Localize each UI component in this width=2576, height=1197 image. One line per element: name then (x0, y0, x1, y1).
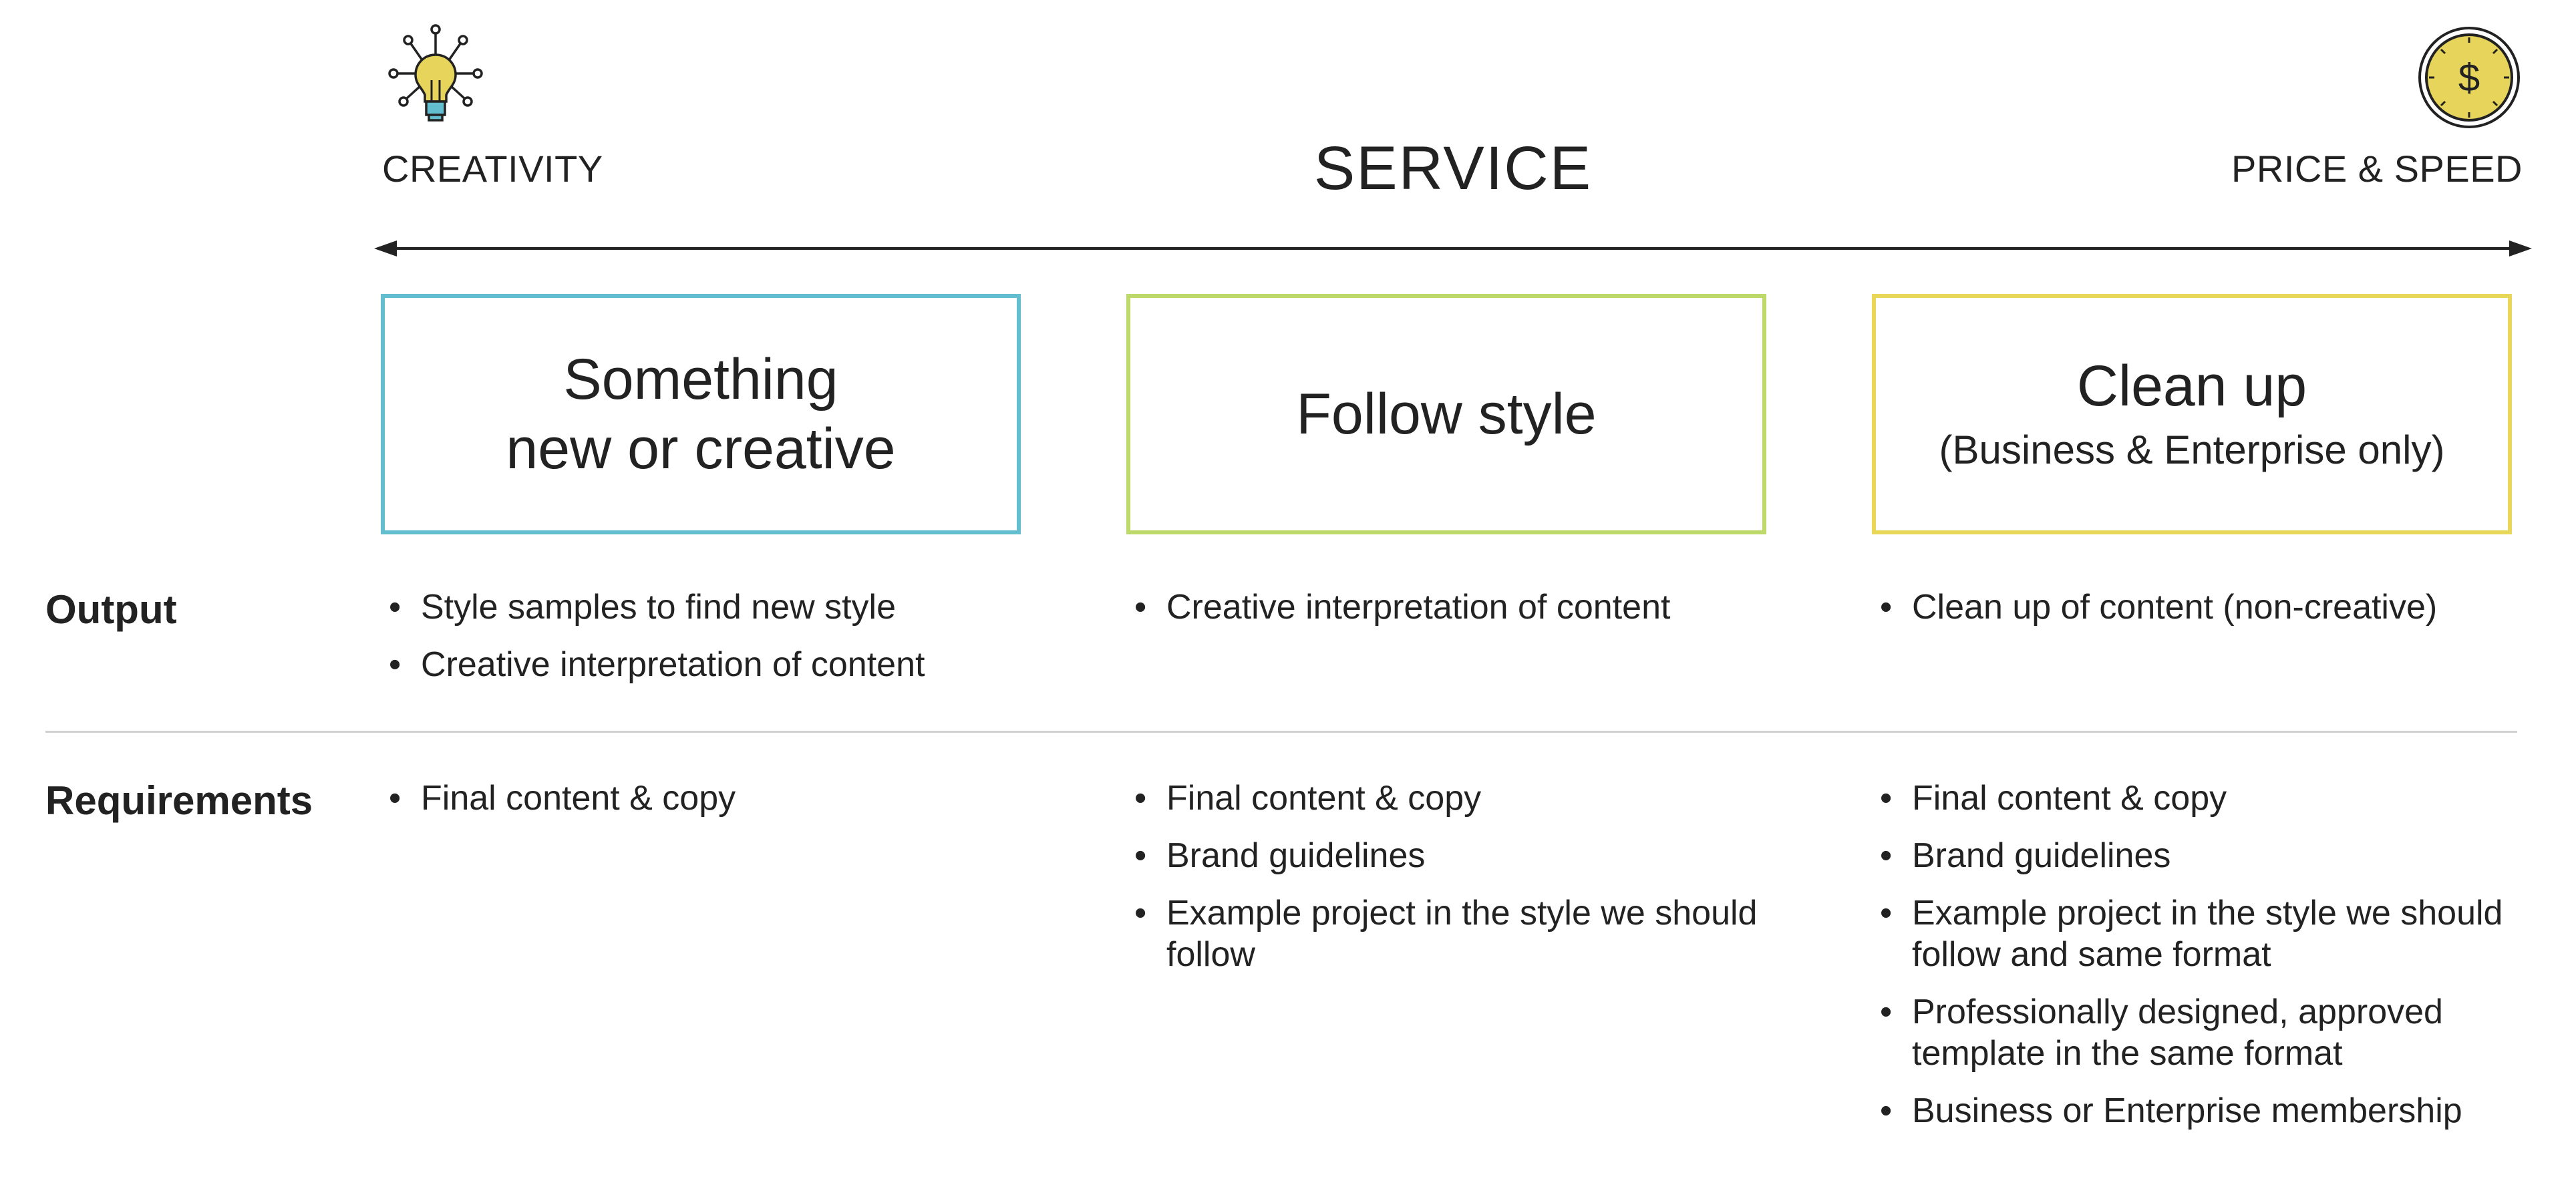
output-list-follow-style: •Creative interpretation of content (1128, 586, 1796, 644)
list-item: •Example project in the style we should … (1134, 894, 1758, 974)
box-title: Clean up (2076, 354, 2307, 418)
output-list-clean-up: •Clean up of content (non-creative) (1873, 586, 2541, 644)
dollar-coin-icon: $ (2416, 24, 2523, 134)
creativity-price-axis (374, 235, 2532, 265)
box-new-creative: Something new or creative (381, 294, 1021, 534)
list-item: •Creative interpretation of content (389, 645, 925, 684)
output-row-label: Output (45, 587, 177, 632)
requirements-list-new-creative: •Final content & copy (382, 778, 1050, 835)
requirements-row-label: Requirements (45, 778, 313, 823)
list-item: •Final content & copy (389, 779, 736, 818)
box-subtitle: (Business & Enterprise only) (1939, 428, 2445, 472)
row-divider (45, 731, 2517, 733)
box-follow-style: Follow style (1126, 294, 1766, 534)
output-list-new-creative: •Style samples to find new style •Creati… (382, 586, 1050, 701)
list-item: •Brand guidelines (1134, 836, 1426, 875)
list-item: •Final content & copy (1880, 779, 2227, 818)
list-item: •Professionally designed, approved templ… (1880, 993, 2443, 1073)
creativity-label: CREATIVITY (382, 148, 603, 190)
list-item: •Style samples to find new style (389, 588, 896, 627)
lightbulb-icon (382, 23, 489, 133)
list-item: •Creative interpretation of content (1134, 588, 1671, 627)
list-item: •Example project in the style we should … (1880, 894, 2503, 974)
requirements-list-follow-style: •Final content & copy •Brand guidelines … (1128, 778, 1796, 991)
requirements-list-clean-up: •Final content & copy •Brand guidelines … (1873, 778, 2541, 1148)
box-clean-up: Clean up (Business & Enterprise only) (1872, 294, 2512, 534)
box-title: Something new or creative (506, 347, 896, 481)
price-speed-label: PRICE & SPEED (2231, 148, 2523, 190)
svg-text:$: $ (2458, 56, 2480, 100)
box-title: Follow style (1296, 382, 1597, 446)
list-item: •Brand guidelines (1880, 836, 2171, 875)
list-item: •Business or Enterprise membership (1880, 1091, 2462, 1130)
list-item: •Final content & copy (1134, 779, 1482, 818)
list-item: •Clean up of content (non-creative) (1880, 588, 2438, 627)
service-title: SERVICE (1313, 134, 1593, 202)
